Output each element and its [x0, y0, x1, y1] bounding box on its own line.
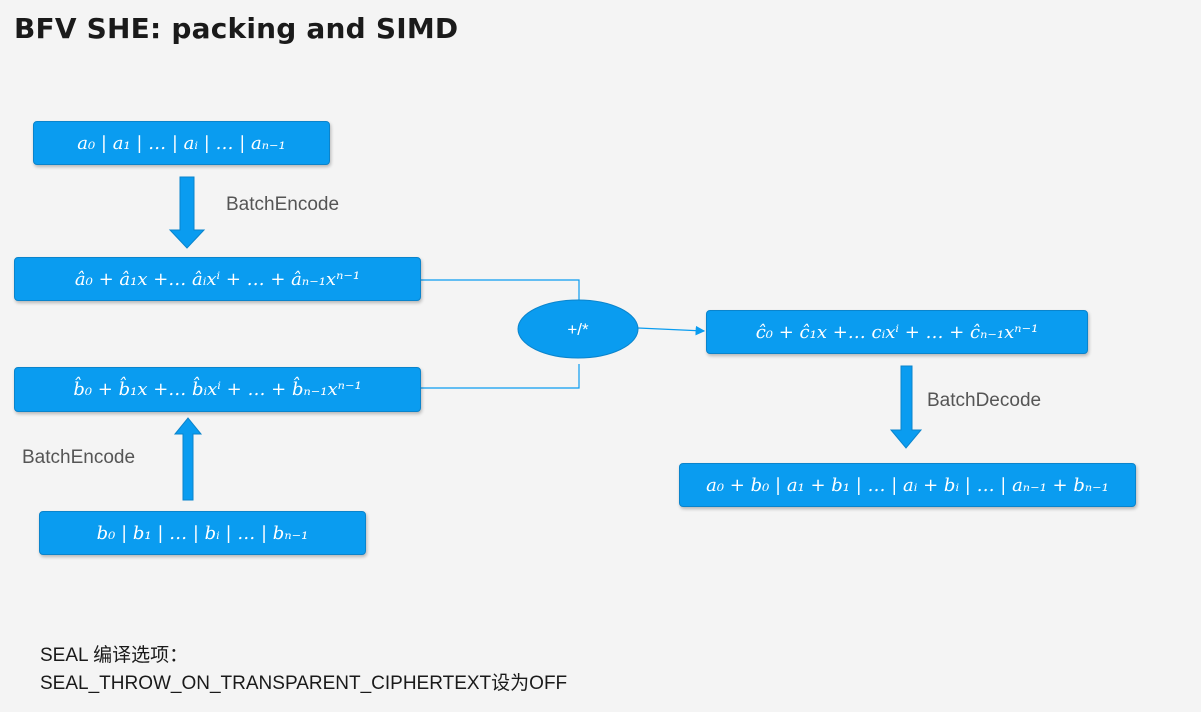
a-poly-text: â₀ + â₁x +… âᵢxⁱ + … + âₙ₋₁xⁿ⁻¹ [74, 268, 361, 290]
seal-note-line2: SEAL_THROW_ON_TRANSPARENT_CIPHERTEXT设为OF… [40, 673, 568, 694]
a-slots-text: a₀ | a₁ | … | aᵢ | … | aₙ₋₁ [77, 132, 286, 154]
operation-ellipse [517, 299, 639, 359]
seal-note-line1: SEAL 编译选项： [40, 645, 189, 666]
c-poly-box: ĉ₀ + ĉ₁x +… cᵢxⁱ + … + ĉₙ₋₁xⁿ⁻¹ [706, 310, 1088, 354]
encode-down-arrow [168, 176, 206, 249]
connector-b-to-op [420, 364, 580, 389]
seal-note: SEAL 编译选项： SEAL_THROW_ON_TRANSPARENT_CIP… [40, 642, 567, 698]
connector-a-to-op [420, 279, 580, 302]
a-slots-box: a₀ | a₁ | … | aᵢ | … | aₙ₋₁ [33, 121, 330, 165]
result-slots-box: a₀ + b₀ | a₁ + b₁ | … | aᵢ + bᵢ | … | aₙ… [679, 463, 1136, 507]
batch-encode-label-bottom: BatchEncode [22, 447, 136, 468]
encode-up-arrow [173, 417, 203, 501]
a-poly-box: â₀ + â₁x +… âᵢxⁱ + … + âₙ₋₁xⁿ⁻¹ [14, 257, 421, 301]
batch-decode-label: BatchDecode [927, 390, 1042, 411]
b-slots-box: b₀ | b₁ | … | bᵢ | … | bₙ₋₁ [39, 511, 366, 555]
b-slots-text: b₀ | b₁ | … | bᵢ | … | bₙ₋₁ [96, 522, 309, 544]
decode-down-arrow [889, 365, 923, 449]
operation-label: +/* [567, 320, 589, 339]
connector-op-to-c [637, 325, 706, 336]
c-poly-text: ĉ₀ + ĉ₁x +… cᵢxⁱ + … + ĉₙ₋₁xⁿ⁻¹ [755, 321, 1039, 343]
batch-encode-label-top: BatchEncode [226, 194, 340, 215]
b-poly-box: b̂₀ + b̂₁x +… b̂ᵢxⁱ + … + b̂ₙ₋₁xⁿ⁻¹ [14, 367, 421, 412]
b-poly-text: b̂₀ + b̂₁x +… b̂ᵢxⁱ + … + b̂ₙ₋₁xⁿ⁻¹ [73, 379, 362, 400]
result-slots-text: a₀ + b₀ | a₁ + b₁ | … | aᵢ + bᵢ | … | aₙ… [706, 474, 1109, 496]
page-title: BFV SHE: packing and SIMD [14, 12, 459, 45]
